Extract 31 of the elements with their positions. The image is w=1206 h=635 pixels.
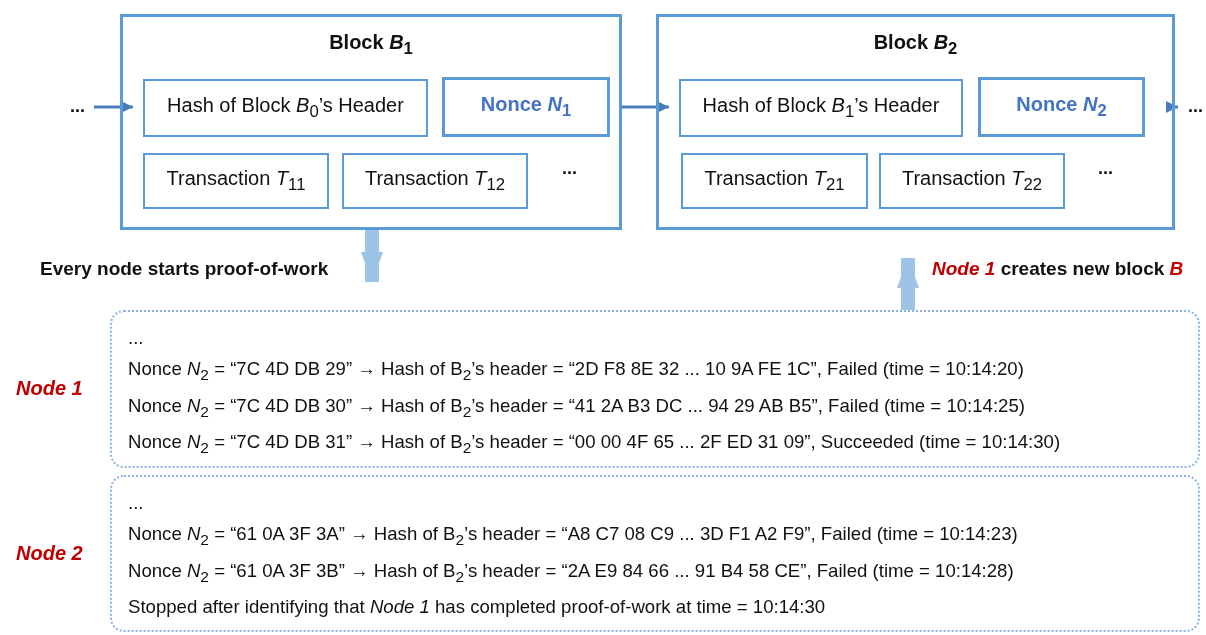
log-line: Nonce N$_{2}$ = “61 0A 3F 3B” → Hash of B$_{2}$’s header = “2A E9 84 66 ... 91 B4 58 CE”, Failed (time = 10:14:28) bbox=[128, 558, 1014, 587]
arrow bbox=[622, 101, 669, 113]
log-line: Nonce N$_{2}$ = “7C 4D DB 29” → Hash of B$_{2}$’s header = “2D F8 8E 32 ... 10 9A FE 1C”, Failed (time = 10:14:20) bbox=[128, 357, 1024, 385]
arrow bbox=[1166, 101, 1178, 113]
block-box bbox=[656, 14, 1175, 230]
ellipsis-text: ... bbox=[128, 491, 144, 515]
nonce-box: Nonce N$_{1}$ bbox=[442, 77, 610, 137]
arrow bbox=[361, 230, 383, 282]
ellipsis-text: ... bbox=[1098, 158, 1113, 179]
arrow bbox=[94, 101, 133, 113]
log-line: Nonce N$_{2}$ = “7C 4D DB 31” → Hash of B$_{2}$’s header = “00 00 4F 65 ... 2F ED 31 09”, Succeeded (time = 10:14:30) bbox=[128, 430, 1061, 459]
hash-box: Hash of Block B$_{1}$’s Header bbox=[679, 79, 963, 137]
transaction-box: Transaction T$_{11}$ bbox=[143, 153, 329, 209]
ellipsis-text: ... bbox=[562, 158, 577, 179]
block-title: Block B$_{1}$ bbox=[328, 31, 414, 59]
block-box bbox=[120, 14, 622, 230]
hash-box: Hash of Block B$_{0}$’s Header bbox=[143, 79, 428, 137]
log-line: Stopped after identifying that Node 1 has completed proof-of-work at time = 10:14:30 bbox=[128, 595, 826, 620]
nonce-box: Nonce N$_{2}$ bbox=[978, 77, 1145, 137]
log-line: Nonce N$_{2}$ = “61 0A 3F 3A” → Hash of B$_{2}$’s header = “A8 C7 08 C9 ... 3D F1 A2 F9”, Failed (time = 10:14:23) bbox=[128, 522, 1018, 550]
node-label: Node 1 bbox=[16, 377, 83, 400]
ellipsis-text: ... bbox=[1188, 96, 1206, 118]
block-title: Block B$_{2}$ bbox=[872, 31, 959, 59]
transaction-box: Transaction T$_{12}$ bbox=[342, 153, 528, 209]
ellipsis-text: ... bbox=[70, 96, 94, 118]
arrow bbox=[897, 258, 919, 310]
transaction-box: Transaction T$_{22}$ bbox=[879, 153, 1065, 209]
ellipsis-text: ... bbox=[128, 326, 144, 350]
log-line: Nonce N$_{2}$ = “7C 4D DB 30” → Hash of B$_{2}$’s header = “41 2A B3 DC ... 94 29 AB B5”, Failed (time = 10:14:25) bbox=[128, 393, 1025, 422]
transaction-box: Transaction T$_{21}$ bbox=[681, 153, 868, 209]
node-label: Node 2 bbox=[16, 541, 83, 565]
